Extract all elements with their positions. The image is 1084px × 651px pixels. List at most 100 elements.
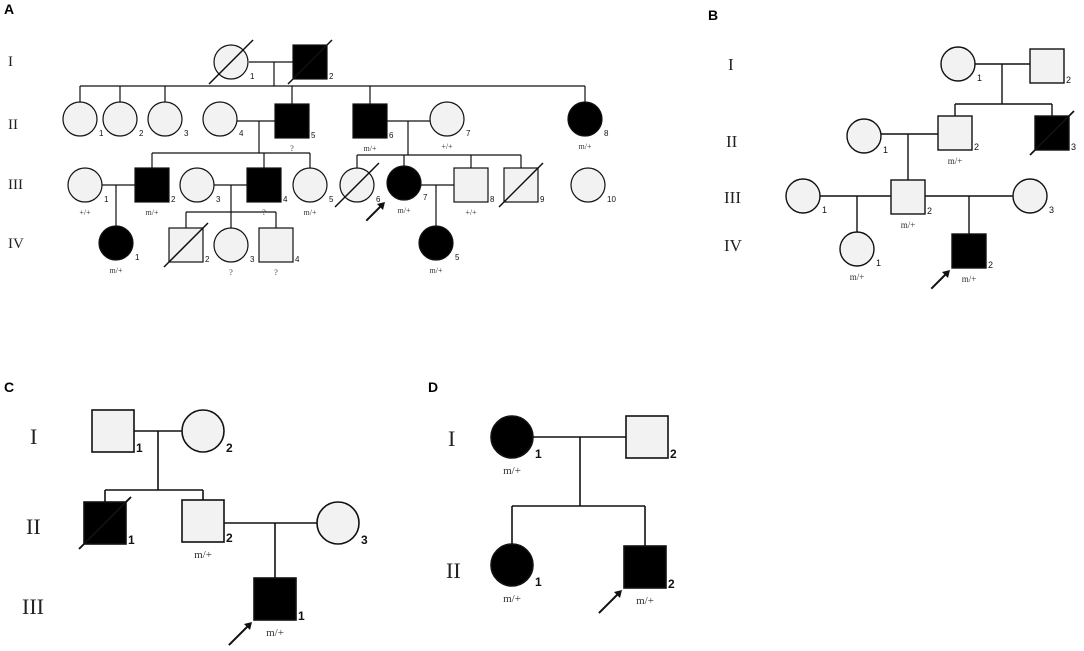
panel-c-ii-3-number: 3 (361, 533, 368, 547)
panel-a-iv-1-genotype: m/+ (110, 266, 123, 275)
panel-b-iv-1-female-symbol (839, 231, 875, 267)
panel-d-i-2-number: 2 (670, 447, 677, 461)
panel-b-iv-2-number: 2 (988, 260, 993, 270)
panel-a-iii-10-number: 10 (607, 195, 616, 204)
panel-b-i-2-number: 2 (1066, 75, 1071, 85)
panel-a-iv-5-genotype: m/+ (430, 266, 443, 275)
panel-a-iii-2-male-symbol (134, 167, 170, 203)
panel-c-ii-1-deceased-slash (78, 496, 132, 550)
panel-a-gen-i: I (8, 54, 13, 70)
panel-c-iii-1-male-symbol (253, 577, 297, 621)
panel-a-iii-3-number: 3 (216, 195, 221, 204)
panel-b-iii-1-female-symbol (785, 178, 821, 214)
panel-a-iii-4-male-symbol (246, 167, 282, 203)
panel-a-ii-8-female-symbol (567, 101, 603, 137)
panel-a-iii-2-number: 2 (171, 195, 176, 204)
panel-b-ii-2-genotype: m/+ (948, 156, 963, 166)
panel-a-iii-7-genotype: m/+ (398, 206, 411, 215)
panel-a-i-1-number: 1 (250, 72, 255, 81)
panel-b-iii-3-number: 3 (1049, 205, 1054, 215)
panel-a-iii-5-number: 5 (329, 195, 334, 204)
panel-b-ii-2-number: 2 (974, 142, 979, 152)
panel-d-i-2-male-symbol (625, 415, 669, 459)
panel-c-iii-1-number: 1 (298, 609, 305, 623)
panel-a-iv-3-genotype: ? (229, 268, 233, 277)
panel-a-ii-7-genotype: +/+ (441, 142, 453, 151)
panel-a-iv-4-genotype: ? (274, 268, 278, 277)
panel-a-iv-3-female-symbol (213, 227, 249, 263)
panel-c-ii-2-genotype: m/+ (194, 549, 212, 561)
panel-a-ii-4-number: 4 (239, 129, 244, 138)
panel-a-ii-1-female-symbol (62, 101, 98, 137)
panel-b-gen-i: I (728, 55, 734, 74)
panel-a-iii-1-genotype: +/+ (79, 208, 91, 217)
panel-b-iv-2-proband-arrow-shaft (930, 272, 948, 290)
panel-a-iv-1-number: 1 (135, 253, 140, 262)
panel-a-iii-9-deceased-slash (498, 162, 544, 208)
panel-b-iv-1-number: 1 (876, 258, 881, 268)
panel-a-iii-1-number: 1 (104, 195, 109, 204)
panel-d-ii-2-genotype: m/+ (636, 595, 654, 607)
panel-a-iii-5-genotype: m/+ (304, 208, 317, 217)
panel-b-iv-1-genotype: m/+ (850, 272, 865, 282)
panel-c-ii-1-number: 1 (128, 533, 135, 547)
panel-d-i-1-number: 1 (535, 447, 542, 461)
panel-a-iii-8-male-symbol (453, 167, 489, 203)
panel-c-label: C (4, 379, 14, 395)
panel-b-label: B (708, 7, 718, 23)
panel-a-iii-4-genotype: ? (262, 208, 266, 217)
panel-d-ii-1-number: 1 (535, 575, 542, 589)
panel-a-iv-2-number: 2 (205, 255, 210, 264)
panel-c-ii-3-female-symbol (316, 501, 360, 545)
panel-a-iii-8-genotype: +/+ (465, 208, 477, 217)
panel-c-iii-1-proband-arrow-shaft (228, 624, 250, 646)
panel-a-iv-4-number: 4 (295, 255, 300, 264)
panel-b-i-2-male-symbol (1029, 48, 1065, 84)
panel-a-gen-iii: III (8, 177, 23, 193)
panel-c-iii-1-proband-arrow-head (244, 622, 252, 630)
panel-a-iv-3-number: 3 (250, 255, 255, 264)
panel-a-label: A (4, 1, 14, 17)
panel-a-iii-5-female-symbol (292, 167, 328, 203)
panel-d-ii-1-female-symbol (490, 543, 534, 587)
panel-d-i-1-female-symbol (490, 415, 534, 459)
panel-a-ii-1-number: 1 (99, 129, 104, 138)
panel-a-gen-ii: II (8, 117, 18, 133)
panel-b-i-1-number: 1 (977, 73, 982, 83)
panel-a-iii-6-number: 6 (376, 195, 381, 204)
panel-b-i-1-female-symbol (940, 46, 976, 82)
panel-c-iii-1-genotype: m/+ (266, 627, 284, 639)
panel-a-ii-8-genotype: m/+ (579, 142, 592, 151)
panel-a-i-2-number: 2 (329, 72, 334, 81)
panel-d-ii-2-proband-arrow-shaft (598, 592, 620, 614)
panel-a-iii-10-female-symbol (570, 167, 606, 203)
panel-a-iv-2-deceased-slash (163, 222, 209, 268)
panel-d-ii-2-proband-arrow-head (614, 590, 622, 598)
panel-b-iv-2-proband-arrow-head (942, 270, 950, 278)
pedigree-lines (79, 61, 1053, 578)
panel-d-gen-ii: II (446, 558, 461, 583)
panel-d-gen-i: I (448, 426, 455, 451)
panel-a-ii-8-number: 8 (604, 129, 609, 138)
panel-a-ii-3-female-symbol (147, 101, 183, 137)
panel-b-iii-2-genotype: m/+ (901, 220, 916, 230)
panel-d-ii-2-male-symbol (623, 545, 667, 589)
panel-a-iv-4-male-symbol (258, 227, 294, 263)
panel-a-iii-7-number: 7 (423, 193, 428, 202)
panel-a-iii-4-number: 4 (283, 195, 288, 204)
panel-b-iii-3-female-symbol (1012, 178, 1048, 214)
panel-a-iii-1-female-symbol (67, 167, 103, 203)
panel-a-iii-6-deceased-slash (334, 162, 380, 208)
panel-c-i-1-number: 1 (136, 441, 143, 455)
panel-c-gen-i: I (30, 424, 37, 449)
panel-a-iii-3-female-symbol (179, 167, 215, 203)
panel-a-i-2-deceased-slash (287, 39, 333, 85)
panel-c-ii-2-male-symbol (181, 499, 225, 543)
panel-a-ii-6-genotype: m/+ (364, 144, 377, 153)
panel-a-iii-7-proband-arrow-head (377, 202, 385, 210)
panel-a-iv-5-number: 5 (455, 253, 460, 262)
panel-b-iii-2-male-symbol (890, 179, 926, 215)
